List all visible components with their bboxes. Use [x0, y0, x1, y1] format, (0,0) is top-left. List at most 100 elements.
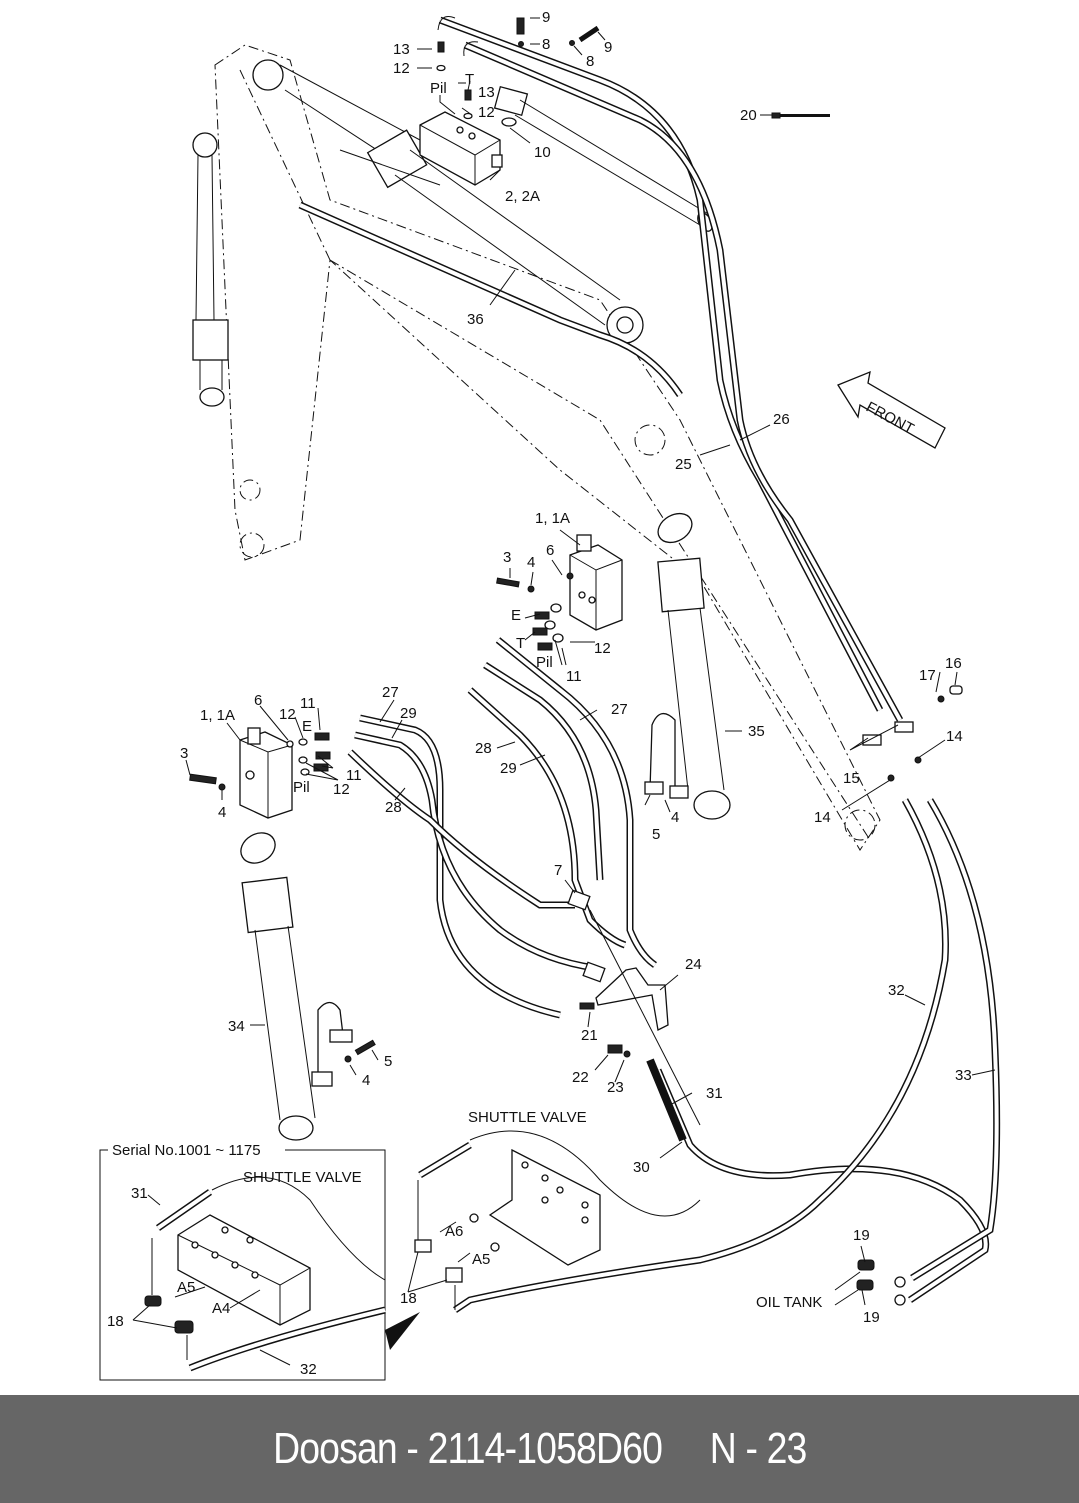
- callout-26: 26: [773, 411, 790, 428]
- callout-12: 12: [393, 60, 410, 77]
- callout-1-1a: 1, 1A: [535, 510, 570, 527]
- callout-14: 14: [946, 728, 963, 745]
- callout-27: 27: [611, 701, 628, 718]
- callout-7: 7: [554, 862, 562, 879]
- callout-labels: 9 8 9 8 13 12 Pil T 13 12 10 2, 2A 20 36…: [107, 9, 972, 1378]
- callout-5: 5: [384, 1053, 392, 1070]
- callout-6: 6: [546, 542, 554, 559]
- label-e: E: [302, 718, 312, 735]
- valve-block-2: [419, 111, 503, 186]
- inset-callout-31: 31: [131, 1185, 148, 1202]
- callout-29: 29: [400, 705, 417, 722]
- boom-outline: [214, 44, 881, 851]
- callout-25: 25: [675, 456, 692, 473]
- callout-12: 12: [279, 706, 296, 723]
- label-e: E: [511, 607, 521, 624]
- callout-3: 3: [180, 745, 188, 762]
- callout-9: 9: [542, 9, 550, 26]
- top-fittings: [436, 17, 600, 120]
- callout-29: 29: [500, 760, 517, 777]
- callout-28: 28: [475, 740, 492, 757]
- callout-12: 12: [333, 781, 350, 798]
- callout-21: 21: [581, 1027, 598, 1044]
- callout-11: 11: [300, 695, 316, 712]
- valve-block-right: [496, 534, 623, 651]
- callout-11: 11: [346, 767, 362, 784]
- shuttle-valve-bracket: [414, 1130, 701, 1310]
- boom-cylinder-34: [240, 832, 376, 1141]
- boom-cylinder: [252, 59, 644, 344]
- callout-30: 30: [633, 1159, 650, 1176]
- callout-12: 12: [594, 640, 611, 657]
- inset-serial-box: [99, 1149, 420, 1381]
- oil-tank-label: OIL TANK: [756, 1294, 822, 1311]
- callout-12: 12: [478, 104, 495, 121]
- arm-cylinder-top-left: [192, 132, 229, 407]
- callout-28: 28: [385, 799, 402, 816]
- bucket-cylinder-35: [644, 512, 731, 820]
- callout-11: 11: [566, 668, 582, 685]
- callout-4: 4: [671, 809, 679, 826]
- callout-19: 19: [863, 1309, 880, 1326]
- label-t: T: [516, 635, 525, 652]
- parts-diagram: FRONT: [99, 9, 1001, 1381]
- callout-17: 17: [919, 667, 936, 684]
- leader-lines: [132, 17, 996, 1366]
- callout-19: 19: [853, 1227, 870, 1244]
- callout-20: 20: [740, 107, 757, 124]
- tee-7-bracket-24: [567, 889, 701, 1126]
- callout-32: 32: [888, 982, 905, 999]
- callout-5: 5: [652, 826, 660, 843]
- callout-8: 8: [542, 36, 550, 53]
- inset-label-a4: A4: [212, 1300, 230, 1317]
- inset-shuttle-valve-label: SHUTTLE VALVE: [243, 1169, 362, 1186]
- callout-15: 15: [843, 770, 860, 787]
- callout-9: 9: [604, 39, 612, 56]
- inset-label-a5: A5: [177, 1279, 195, 1296]
- callout-4: 4: [362, 1072, 370, 1089]
- label-a5: A5: [472, 1251, 490, 1268]
- label-t: T: [465, 71, 474, 88]
- hoses-25-26: [437, 16, 904, 722]
- callout-6: 6: [254, 692, 262, 709]
- valve-block-left: [189, 727, 331, 819]
- callout-14: 14: [814, 809, 831, 826]
- callout-22: 22: [572, 1069, 589, 1086]
- inset-title: Serial No.1001 ~ 1175: [112, 1142, 261, 1159]
- callout-4: 4: [527, 554, 535, 571]
- shuttle-valve-label: SHUTTLE VALVE: [468, 1109, 587, 1126]
- callout-34: 34: [228, 1018, 245, 1035]
- callout-13: 13: [478, 84, 495, 101]
- callout-23: 23: [607, 1079, 624, 1096]
- inset-callout-32: 32: [300, 1361, 317, 1378]
- part-20-pin: [771, 112, 830, 119]
- callout-16: 16: [945, 655, 962, 672]
- label-pil: Pil: [293, 779, 310, 796]
- clamps-14-15: [862, 685, 963, 782]
- callout-35: 35: [748, 723, 765, 740]
- callout-33: 33: [955, 1067, 972, 1084]
- hoses-30-31-32-33: [453, 798, 1001, 1313]
- inset-callout-18: 18: [107, 1313, 124, 1330]
- callout-2-2a: 2, 2A: [505, 188, 540, 205]
- diagram-drawing: FRONT: [99, 9, 1001, 1381]
- label-a6: A6: [445, 1223, 463, 1240]
- front-arrow: FRONT: [837, 370, 946, 449]
- callout-31: 31: [706, 1085, 723, 1102]
- callout-10: 10: [534, 144, 551, 161]
- callout-18: 18: [400, 1290, 417, 1307]
- callout-13: 13: [393, 41, 410, 58]
- callout-36: 36: [467, 311, 484, 328]
- callout-8: 8: [586, 53, 594, 70]
- callout-27: 27: [382, 684, 399, 701]
- hose-36: [298, 149, 683, 397]
- part-number-caption: Doosan - 2114-1058D60 N - 23: [272, 1424, 807, 1473]
- oil-tank-fittings-19: [856, 1259, 906, 1306]
- callout-3: 3: [503, 549, 511, 566]
- label-pil: Pil: [430, 80, 447, 97]
- footer-banner: Doosan - 2114-1058D60 N - 23: [0, 1395, 1079, 1503]
- callout-1-1a: 1, 1A: [200, 707, 235, 724]
- callout-4: 4: [218, 804, 226, 821]
- callout-24: 24: [685, 956, 702, 973]
- label-pil: Pil: [536, 654, 553, 671]
